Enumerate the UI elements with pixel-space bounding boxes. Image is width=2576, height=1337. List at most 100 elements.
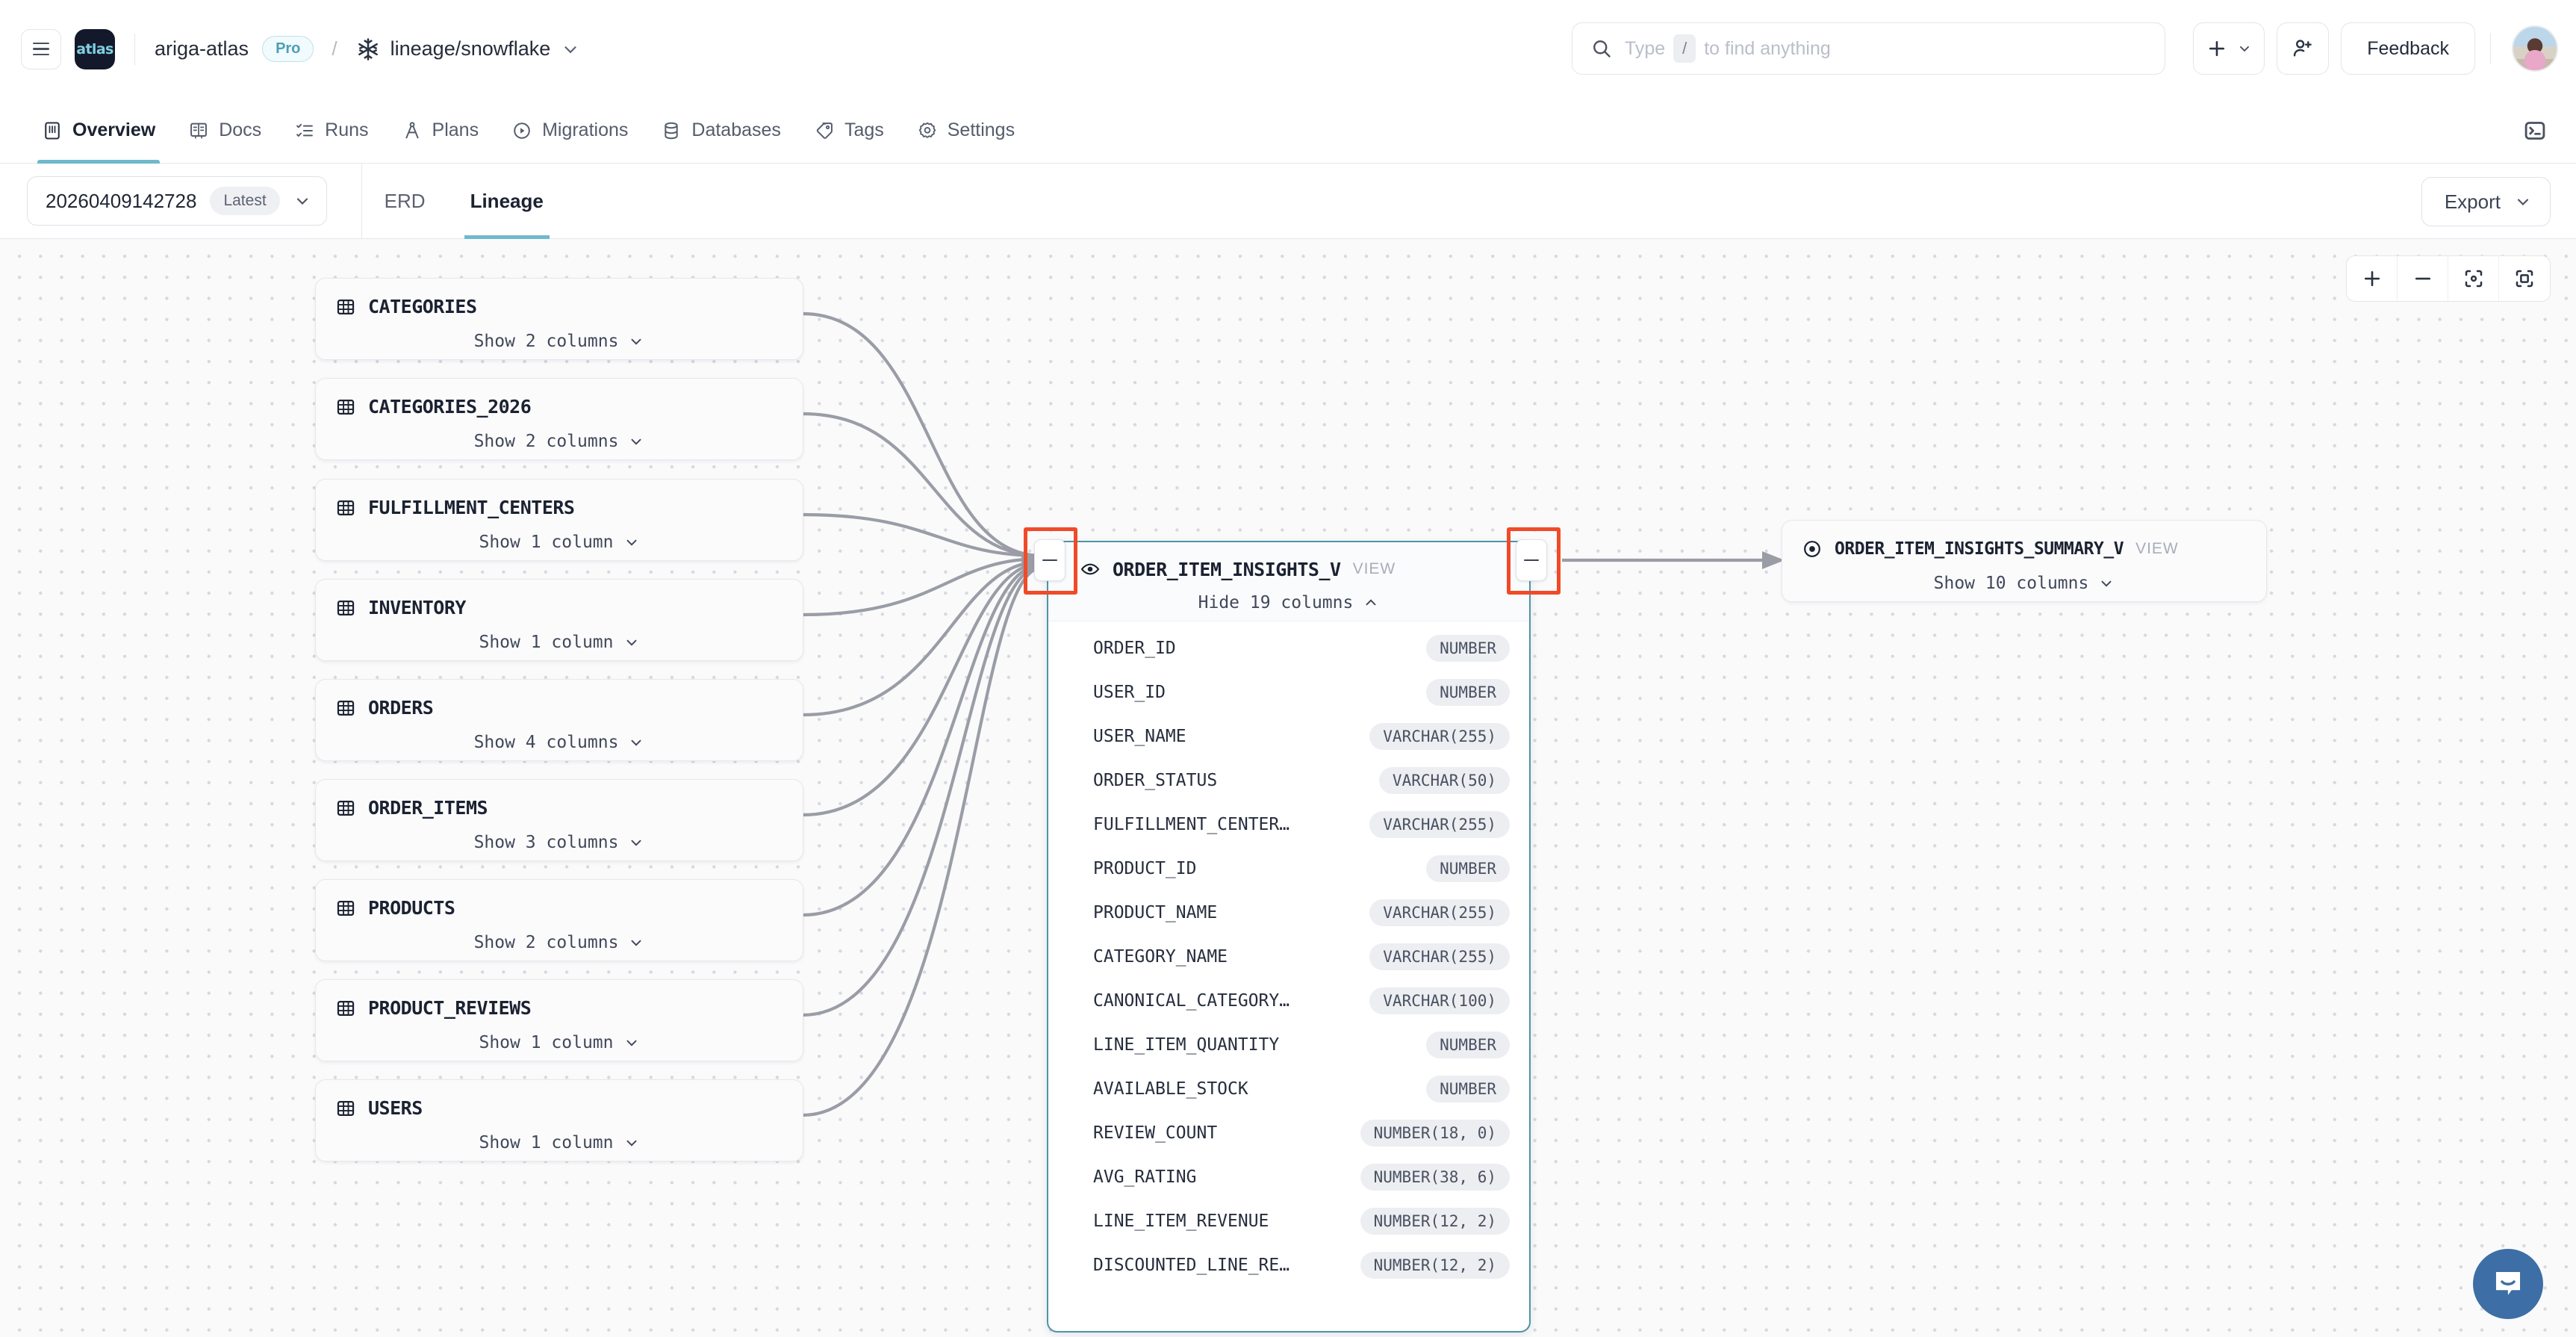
lineage-node[interactable]: USERS Show 1 column: [315, 1079, 803, 1161]
node-expand-toggle[interactable]: Show 1 column: [316, 523, 803, 562]
terminal-icon: [2524, 122, 2545, 140]
breadcrumb-org[interactable]: ariga-atlas: [155, 37, 249, 60]
tab-docs[interactable]: Docs: [172, 98, 278, 164]
node-expand-toggle[interactable]: Show 1 column: [316, 1123, 803, 1162]
fit-view-button[interactable]: [2448, 256, 2499, 301]
menu-button[interactable]: [21, 28, 61, 69]
column-row[interactable]: CATEGORY_NAME VARCHAR(255): [1048, 934, 1529, 978]
column-name: REVIEW_COUNT: [1093, 1123, 1218, 1143]
node-kind-badge: VIEW: [2135, 539, 2179, 557]
top-bar-actions: Feedback: [2193, 22, 2558, 75]
invite-user-button[interactable]: [2277, 22, 2330, 75]
lineage-node[interactable]: FULFILLMENT_CENTERS Show 1 column: [315, 479, 803, 561]
column-row[interactable]: USER_ID NUMBER: [1048, 670, 1529, 714]
search-input[interactable]: Type / to find anything: [1572, 22, 2165, 75]
column-row[interactable]: FULFILLMENT_CENTER… VARCHAR(255): [1048, 802, 1529, 846]
tab-erd[interactable]: ERD: [384, 189, 426, 212]
column-row[interactable]: DISCOUNTED_LINE_RE… NUMBER(12, 2): [1048, 1243, 1529, 1287]
view-target-icon: [1804, 540, 1820, 557]
tab-migrations[interactable]: Migrations: [495, 98, 644, 164]
column-row[interactable]: AVG_RATING NUMBER(38, 6): [1048, 1155, 1529, 1199]
plan-badge: Pro: [262, 36, 314, 62]
column-row[interactable]: ORDER_ID NUMBER: [1048, 626, 1529, 670]
lineage-node[interactable]: ORDER_ITEMS Show 3 columns: [315, 779, 803, 861]
node-name: USERS: [368, 1097, 423, 1119]
tab-lineage[interactable]: Lineage: [448, 164, 566, 239]
lineage-node[interactable]: PRODUCT_REVIEWS Show 1 column: [315, 979, 803, 1061]
eye-icon: [1080, 563, 1100, 575]
lineage-node[interactable]: INVENTORY Show 1 column: [315, 579, 803, 661]
column-row[interactable]: PRODUCT_NAME VARCHAR(255): [1048, 890, 1529, 934]
tab-label: Docs: [219, 120, 262, 140]
column-type: NUMBER: [1426, 678, 1510, 706]
node-expand-toggle[interactable]: Show 1 column: [316, 1023, 803, 1062]
column-type: NUMBER: [1426, 1075, 1510, 1102]
node-kind-badge: VIEW: [1352, 560, 1396, 577]
full-screen-button[interactable]: [2499, 256, 2550, 301]
node-header: ORDER_ITEMS: [316, 780, 803, 823]
intercom-launcher[interactable]: [2473, 1249, 2543, 1319]
export-button[interactable]: Export: [2421, 177, 2551, 226]
tab-label: Overview: [72, 120, 156, 140]
tab-plans[interactable]: Plans: [385, 98, 496, 164]
column-row[interactable]: USER_NAME VARCHAR(255): [1048, 714, 1529, 758]
chevron-down-icon[interactable]: [561, 40, 580, 59]
column-row[interactable]: PRODUCT_ID NUMBER: [1048, 846, 1529, 890]
feedback-button[interactable]: Feedback: [2341, 22, 2475, 75]
node-expand-toggle[interactable]: Show 4 columns: [316, 723, 803, 762]
add-button[interactable]: [2193, 22, 2265, 75]
lineage-node[interactable]: CATEGORIES Show 2 columns: [315, 278, 803, 360]
node-expand-toggle[interactable]: Show 2 columns: [316, 322, 803, 361]
column-row[interactable]: ORDER_STATUS VARCHAR(50): [1048, 758, 1529, 802]
lineage-canvas[interactable]: CATEGORIES Show 2 columns CATEGORIES_202…: [0, 239, 2576, 1337]
global-search[interactable]: Type / to find anything: [1572, 22, 2165, 75]
table-icon: [337, 1100, 355, 1116]
node-expand-toggle[interactable]: Show 3 columns: [316, 823, 803, 862]
latest-badge: Latest: [210, 187, 280, 215]
tab-tags[interactable]: Tags: [797, 98, 900, 164]
table-icon: [337, 900, 355, 916]
column-type: NUMBER(12, 2): [1360, 1207, 1510, 1235]
column-name: DISCOUNTED_LINE_RE…: [1093, 1255, 1290, 1275]
column-row[interactable]: LINE_ITEM_REVENUE NUMBER(12, 2): [1048, 1199, 1529, 1243]
zoom-out-button[interactable]: [2398, 256, 2448, 301]
node-expand-toggle[interactable]: Show 2 columns: [316, 923, 803, 962]
node-collapse-toggle[interactable]: Hide 19 columns: [1048, 584, 1529, 621]
avatar[interactable]: [2512, 25, 2558, 72]
node-expand-toggle[interactable]: Show 10 columns: [1782, 564, 2266, 603]
tab-overview[interactable]: Overview: [25, 98, 172, 164]
column-row[interactable]: CANONICAL_CATEGORY… VARCHAR(100): [1048, 978, 1529, 1023]
lineage-node-target[interactable]: ORDER_ITEM_INSIGHTS_SUMMARY_V VIEW Show …: [1782, 520, 2267, 602]
chat-bubble-icon: [2495, 1271, 2521, 1295]
node-header: PRODUCT_REVIEWS: [316, 980, 803, 1023]
node-expand-toggle[interactable]: Show 2 columns: [316, 422, 803, 461]
column-type: NUMBER(12, 2): [1360, 1251, 1510, 1279]
lineage-node[interactable]: ORDERS Show 4 columns: [315, 679, 803, 761]
lineage-node[interactable]: CATEGORIES_2026 Show 2 columns: [315, 378, 803, 460]
search-icon: [1593, 40, 1611, 58]
plus-icon: [2364, 270, 2380, 287]
collapse-upstream-handle[interactable]: [1034, 539, 1065, 581]
lineage-node[interactable]: PRODUCTS Show 2 columns: [315, 879, 803, 961]
tab-runs[interactable]: Runs: [278, 98, 385, 164]
column-row[interactable]: AVAILABLE_STOCK NUMBER: [1048, 1067, 1529, 1111]
console-toggle-button[interactable]: [2515, 111, 2555, 151]
tab-databases[interactable]: Databases: [644, 98, 797, 164]
node-expand-toggle[interactable]: Show 1 column: [316, 623, 803, 662]
node-header: FULFILLMENT_CENTERS: [316, 480, 803, 523]
toggle-label: Show 1 column: [479, 633, 614, 652]
chevron-down-icon: [631, 840, 641, 846]
tab-label: Runs: [325, 120, 369, 140]
toggle-label: Show 2 columns: [473, 933, 619, 952]
chevron-down-icon: [296, 198, 308, 205]
zoom-in-button[interactable]: [2347, 256, 2398, 301]
tab-settings[interactable]: Settings: [900, 98, 1031, 164]
collapse-downstream-handle[interactable]: [1516, 539, 1547, 581]
atlas-logo[interactable]: atlas: [75, 28, 115, 69]
selected-lineage-node[interactable]: ORDER_ITEM_INSIGHTS_V VIEW Hide 19 colum…: [1047, 541, 1531, 1333]
column-row[interactable]: LINE_ITEM_QUANTITY NUMBER: [1048, 1023, 1529, 1067]
hamburger-icon: [33, 42, 49, 56]
version-selector[interactable]: 20260409142728 Latest: [27, 176, 327, 226]
breadcrumb-project[interactable]: lineage/snowflake: [390, 37, 551, 60]
column-row[interactable]: REVIEW_COUNT NUMBER(18, 0): [1048, 1111, 1529, 1155]
